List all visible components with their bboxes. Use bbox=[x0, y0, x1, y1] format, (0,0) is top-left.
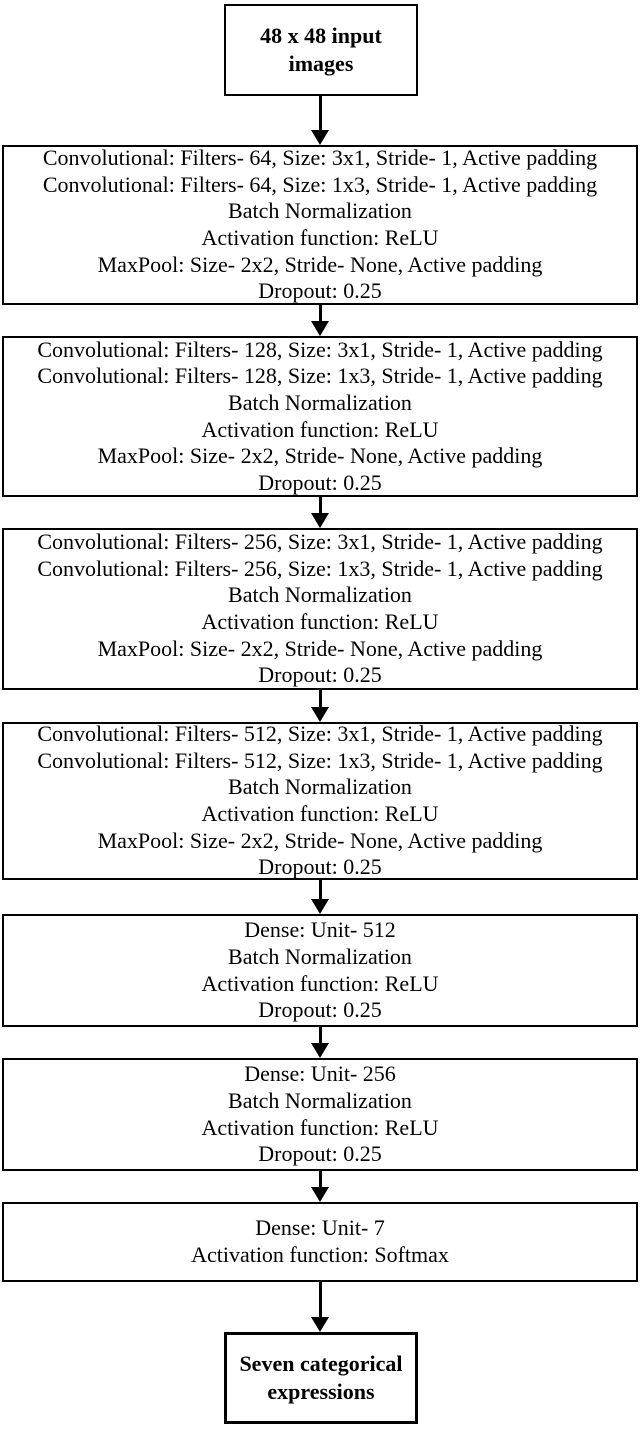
down-arrow-connector bbox=[0, 305, 640, 336]
block-line: Convolutional: Filters- 128, Size: 1x3, … bbox=[37, 363, 603, 389]
dense-block-256: Dense: Unit- 256 Batch Normalization Act… bbox=[2, 1058, 638, 1171]
block-line: Convolutional: Filters- 512, Size: 1x3, … bbox=[37, 747, 603, 773]
down-arrow-icon bbox=[311, 1187, 329, 1202]
block-line: Activation function: ReLU bbox=[201, 609, 439, 634]
block-line: MaxPool: Size- 2x2, Stride- None, Active… bbox=[97, 443, 543, 469]
block-line: Dropout: 0.25 bbox=[258, 469, 382, 495]
block-line: Batch Normalization bbox=[228, 582, 412, 608]
block-line: Dropout: 0.25 bbox=[258, 278, 382, 304]
block-line: Convolutional: Filters- 128, Size: 3x1, … bbox=[37, 336, 603, 362]
dense-block-7: Dense: Unit- 7 Activation function: Soft… bbox=[2, 1202, 638, 1282]
block-line: Activation function: ReLU bbox=[201, 1114, 439, 1140]
block-line: Convolutional: Filters- 256, Size: 3x1, … bbox=[37, 529, 603, 555]
block-line: Dropout: 0.25 bbox=[258, 854, 382, 880]
block-line: Activation function: ReLU bbox=[201, 225, 439, 250]
block-line: Batch Normalization bbox=[228, 389, 412, 415]
block-line: Batch Normalization bbox=[228, 774, 412, 800]
conv-block-256: Convolutional: Filters- 256, Size: 3x1, … bbox=[2, 528, 638, 690]
block-line: Activation function: ReLU bbox=[201, 801, 439, 826]
output-box-line: Seven categorical bbox=[239, 1351, 403, 1376]
arrow-line bbox=[318, 305, 322, 321]
block-line: Batch Normalization bbox=[228, 943, 412, 969]
down-arrow-connector bbox=[0, 1027, 640, 1058]
down-arrow-connector bbox=[0, 96, 640, 145]
arrow-line bbox=[318, 1171, 322, 1187]
down-arrow-connector bbox=[0, 1171, 640, 1202]
down-arrow-connector bbox=[0, 497, 640, 528]
arrow-line bbox=[318, 880, 322, 899]
block-line: Dense: Unit- 7 bbox=[255, 1215, 385, 1241]
down-arrow-connector bbox=[0, 690, 640, 722]
down-arrow-connector bbox=[0, 880, 640, 914]
block-line: Activation function: ReLU bbox=[201, 970, 439, 996]
block-line: Batch Normalization bbox=[228, 198, 412, 224]
block-line: Dropout: 0.25 bbox=[258, 1141, 382, 1167]
arrow-line bbox=[318, 1027, 322, 1043]
block-line: MaxPool: Size- 2x2, Stride- None, Active… bbox=[97, 827, 543, 853]
down-arrow-icon bbox=[311, 321, 329, 336]
block-line: Convolutional: Filters- 256, Size: 1x3, … bbox=[37, 555, 603, 581]
down-arrow-icon bbox=[311, 707, 329, 722]
block-line: Convolutional: Filters- 64, Size: 1x3, S… bbox=[42, 171, 598, 197]
down-arrow-icon bbox=[311, 1043, 329, 1058]
block-line: Dense: Unit- 256 bbox=[244, 1061, 396, 1087]
input-box-line: images bbox=[288, 51, 354, 76]
block-line: Dropout: 0.25 bbox=[258, 662, 382, 688]
block-line: MaxPool: Size- 2x2, Stride- None, Active… bbox=[97, 635, 543, 661]
block-line: Convolutional: Filters- 64, Size: 3x1, S… bbox=[42, 145, 598, 171]
block-line: Dense: Unit- 512 bbox=[244, 917, 396, 943]
block-line: MaxPool: Size- 2x2, Stride- None, Active… bbox=[97, 251, 543, 277]
input-box: 48 x 48 input images bbox=[224, 4, 418, 96]
conv-block-128: Convolutional: Filters- 128, Size: 3x1, … bbox=[2, 336, 638, 497]
down-arrow-icon bbox=[311, 899, 329, 914]
conv-block-512: Convolutional: Filters- 512, Size: 3x1, … bbox=[2, 721, 638, 880]
dense-block-512: Dense: Unit- 512 Batch Normalization Act… bbox=[2, 914, 638, 1027]
arrow-line bbox=[318, 1282, 322, 1317]
block-line: Activation function: ReLU bbox=[201, 416, 439, 442]
down-arrow-connector bbox=[0, 1282, 640, 1332]
output-box-line: expressions bbox=[267, 1379, 375, 1404]
down-arrow-icon bbox=[311, 1317, 329, 1332]
output-box: Seven categorical expressions bbox=[224, 1332, 418, 1424]
arrow-line bbox=[318, 690, 322, 707]
arrow-line bbox=[318, 497, 322, 513]
down-arrow-icon bbox=[311, 513, 329, 528]
down-arrow-icon bbox=[311, 130, 329, 145]
conv-block-64: Convolutional: Filters- 64, Size: 3x1, S… bbox=[2, 145, 638, 305]
arrow-line bbox=[318, 96, 322, 130]
block-line: Dropout: 0.25 bbox=[258, 997, 382, 1023]
input-box-line: 48 x 48 input bbox=[260, 23, 382, 48]
block-line: Convolutional: Filters- 512, Size: 3x1, … bbox=[37, 721, 603, 747]
block-line: Batch Normalization bbox=[228, 1087, 412, 1113]
block-line: Activation function: Softmax bbox=[191, 1242, 449, 1267]
